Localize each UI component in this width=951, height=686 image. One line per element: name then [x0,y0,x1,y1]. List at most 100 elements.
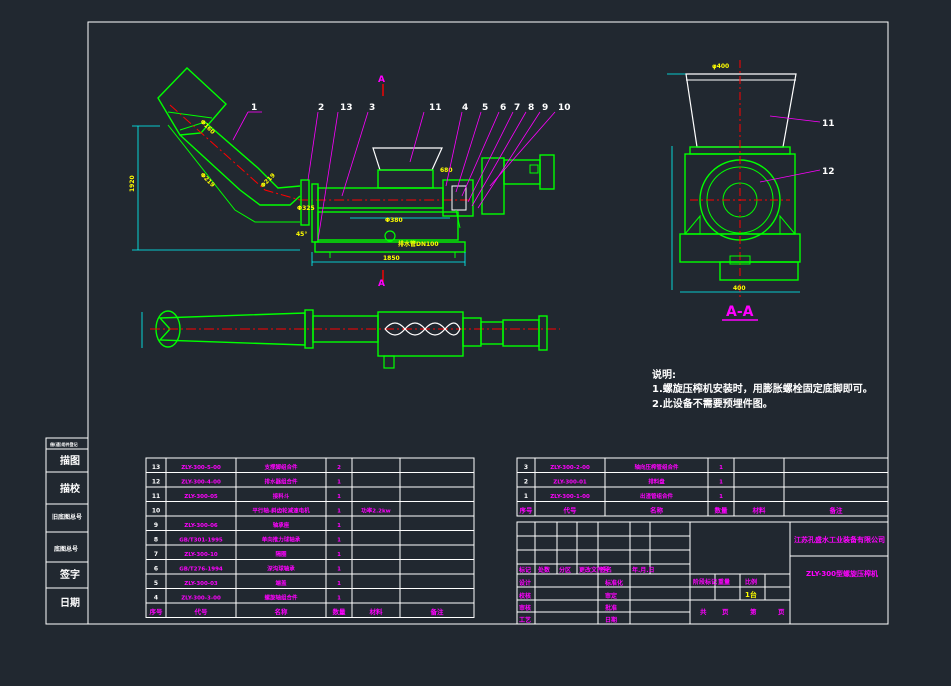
callout-4: 4 [462,103,468,113]
callout-5: 5 [482,103,488,113]
sig-row-1: 校核 [519,592,531,600]
drawing-frame [87,21,889,625]
bom-left-cell-0-0: 13 [152,464,160,471]
bom-left-header-5: 备注 [430,607,445,616]
bom-right-cell-0-3: 1 [719,465,723,471]
dim-d2: Φ219 [199,171,216,188]
bom-left-cell-5-1: GB/T301-1995 [179,538,223,544]
section-view: φ400 400 11 12 A-A [667,60,835,321]
bearing-housing [442,179,474,217]
feed-hopper [372,147,443,171]
drawing-name: ZLY-300型螺旋压榨机 [806,569,878,578]
rev-header-4: 签名 [599,566,612,574]
bom-left-cell-0-1: ZLY-300-5-00 [181,465,221,471]
role-2: 批准 [605,604,617,612]
sheet-info-3: 页 [778,608,785,616]
dim-height: 1920 [129,175,136,192]
bom-right-header-2: 名称 [650,506,664,515]
notes: 说明: 1.螺旋压榨机安装时，用膨胀螺栓固定底脚即可。 2.此设备不需要预埋件图… [652,368,873,410]
bom-left-header-4: 材料 [369,607,384,616]
sheet-info: 共页第页 [700,607,785,616]
bom-left-header-3: 数量 [333,607,347,616]
bom-left-cell-1-2: 排水器组合件 [264,478,298,486]
stamp-old-no: 旧底图总号 [52,513,82,521]
section-marker-top: A [378,75,385,85]
bom-left-cell-9-2: 螺旋轴组合件 [264,594,298,602]
callout-10: 10 [558,103,571,113]
role-0: 标准化 [604,579,623,587]
notes-line-1: 1.螺旋压榨机安装时，用膨胀螺栓固定底脚即可。 [652,382,873,395]
bom-left-cell-8-0: 5 [154,580,158,587]
quantity: 1台 [745,590,757,599]
notes-title: 说明: [652,368,676,381]
front-view: 1920 Φ160 Φ219 Φ219 Φ325 45° 1850 Φ380 排… [129,67,555,289]
bom-left-cell-7-1: GB/T276-1994 [179,567,223,573]
bom-right-cell-1-1: ZLY-300-01 [553,480,587,486]
bom-left-cell-8-3: 1 [337,581,341,587]
sheet-info-0: 共 [700,607,707,616]
discharge-pipe [179,134,301,206]
drain-outlet [384,230,396,242]
callout-3: 3 [369,103,375,113]
bom-left-cell-1-0: 12 [152,479,160,486]
bom-left-cell-3-3: 1 [337,509,341,515]
bom-left-header-1: 代号 [194,607,209,616]
dim-inner: Φ380 [385,217,403,224]
bom-left-cell-6-3: 1 [337,552,341,558]
dim-outlet: 排水管DN100 [398,240,439,248]
bom-right-cell-0-2: 轴向压榨管组合件 [634,463,679,471]
bom-right-cell-2-1: ZLY-300-1-00 [550,494,590,500]
bom-left-cell-7-2: 深沟球轴承 [267,565,295,573]
bom-left-cell-9-1: ZLY-300-3-00 [181,596,221,602]
callout-7: 7 [514,103,520,113]
stamp-trace: 描图 [60,454,80,467]
bom-left-cell-2-0: 11 [152,493,160,500]
bom-left-cell-7-3: 1 [337,567,341,573]
bom-right-cell-2-2: 出渣管组合件 [640,492,674,500]
title-block: 江苏孔盛水工业装备有限公司 ZLY-300型螺旋压榨机 标记处数分区更改文件号签… [516,521,889,625]
bom-left-cell-0-2: 支撑脚组合件 [263,463,298,471]
bom-left-cell-2-3: 1 [337,494,341,500]
sheet-info-1: 页 [722,608,729,616]
bom-left-cell-9-0: 4 [154,595,158,602]
bom-right-cell-0-0: 3 [524,464,528,471]
revision-header: 标记处数分区更改文件号签名年.月.日 [518,566,655,574]
callout-numbers: 1 2 13 3 11 4 5 6 7 8 9 10 [251,103,571,113]
bom-left-cell-6-1: ZLY-300-10 [184,552,218,558]
bom-left-cell-6-2: 隔圈 [275,550,287,558]
stamp-trace-check: 描校 [60,482,81,495]
stamp-base-no: 底图总号 [54,545,78,553]
stamp-borrow: 借(通)用件登记 [49,441,78,447]
bom-right-cell-1-0: 2 [524,479,528,486]
rev-header-1: 处数 [537,566,551,574]
top-view [141,309,560,369]
stamp-date: 日期 [60,596,80,609]
front-dimensions [132,125,466,266]
bom-left-cell-1-3: 1 [337,480,341,486]
section-top-dim: φ400 [712,63,729,70]
dim-side: 680 [440,167,453,174]
bom-left-cell-5-0: 8 [154,537,158,544]
section-view-title: A-A [726,304,754,320]
stage-header: 阶段标记重量比例 [693,578,757,586]
bom-left-cell-8-1: ZLY-300-03 [184,581,218,587]
stage-1: 重量 [718,578,730,586]
dim-d4: Φ325 [297,205,315,212]
callout-13: 13 [340,103,353,113]
section-marker-bottom: A [378,279,385,289]
bom-left-cell-4-3: 1 [337,523,341,529]
dim-span: 1850 [383,255,400,262]
bom-right-cell-1-3: 1 [719,480,723,486]
bom-left-header-2: 名称 [275,607,289,616]
bom-left-cell-3-0: 10 [152,508,160,515]
stage-0: 阶段标记 [693,578,717,586]
bom-left-cell-1-1: ZLY-300-4-00 [181,480,221,486]
bom-right-header-0: 序号 [519,506,534,515]
bom-left-cell-4-1: ZLY-300-06 [184,523,218,529]
section-callout-12: 12 [822,167,835,177]
bom-right-header-3: 数量 [715,506,729,515]
bom-left-cell-3-4: 功率2.2kw [361,507,390,515]
callout-11: 11 [429,103,442,113]
press-body [317,187,444,209]
